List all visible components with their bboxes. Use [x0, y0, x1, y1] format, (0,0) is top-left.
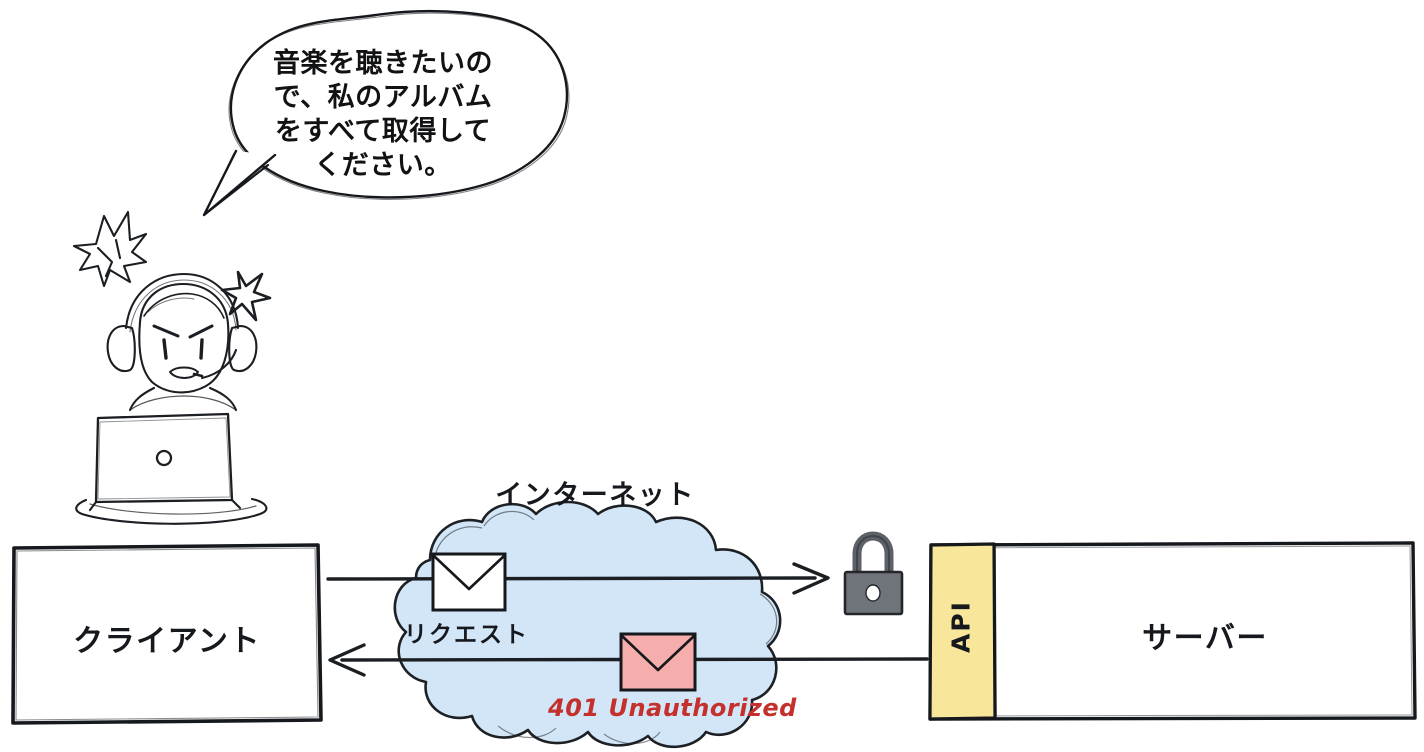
speech-bubble-shape: [202, 9, 570, 217]
request-envelope-icon: [430, 551, 508, 613]
request-arrow: [326, 560, 836, 596]
user-sketch: [72, 210, 272, 525]
client-box-shape: [11, 543, 323, 725]
client-box[interactable]: クライアント: [8, 540, 326, 728]
response-status-label: 401 Unauthorized: [548, 694, 797, 722]
client-box-label: クライアント: [73, 624, 261, 659]
anger-mark-large: [72, 210, 148, 288]
envelope-pink-icon: [619, 632, 697, 692]
anger-mark-small: [220, 270, 272, 322]
speech-bubble: 音楽を聴きたいの で、私のアルバム をすべて取得して ください。: [180, 5, 580, 230]
speech-bubble-text: 音楽を聴きたいの で、私のアルバム をすべて取得して ください。: [273, 48, 493, 181]
server-box-shape: [928, 541, 1417, 721]
padlock-icon: [836, 530, 910, 622]
client-user-illustration: [60, 200, 310, 530]
padlock-shape: [843, 531, 904, 616]
server-box[interactable]: API サーバー: [926, 540, 1418, 722]
api-strip-label: API: [946, 600, 976, 653]
internet-cloud-label: インターネット: [495, 480, 695, 511]
request-arrow-shape: [326, 562, 830, 595]
server-box-label: サーバー: [1142, 621, 1268, 656]
envelope-white-icon: [431, 552, 507, 612]
request-label: リクエスト: [404, 622, 529, 648]
response-envelope-icon: [618, 631, 698, 693]
